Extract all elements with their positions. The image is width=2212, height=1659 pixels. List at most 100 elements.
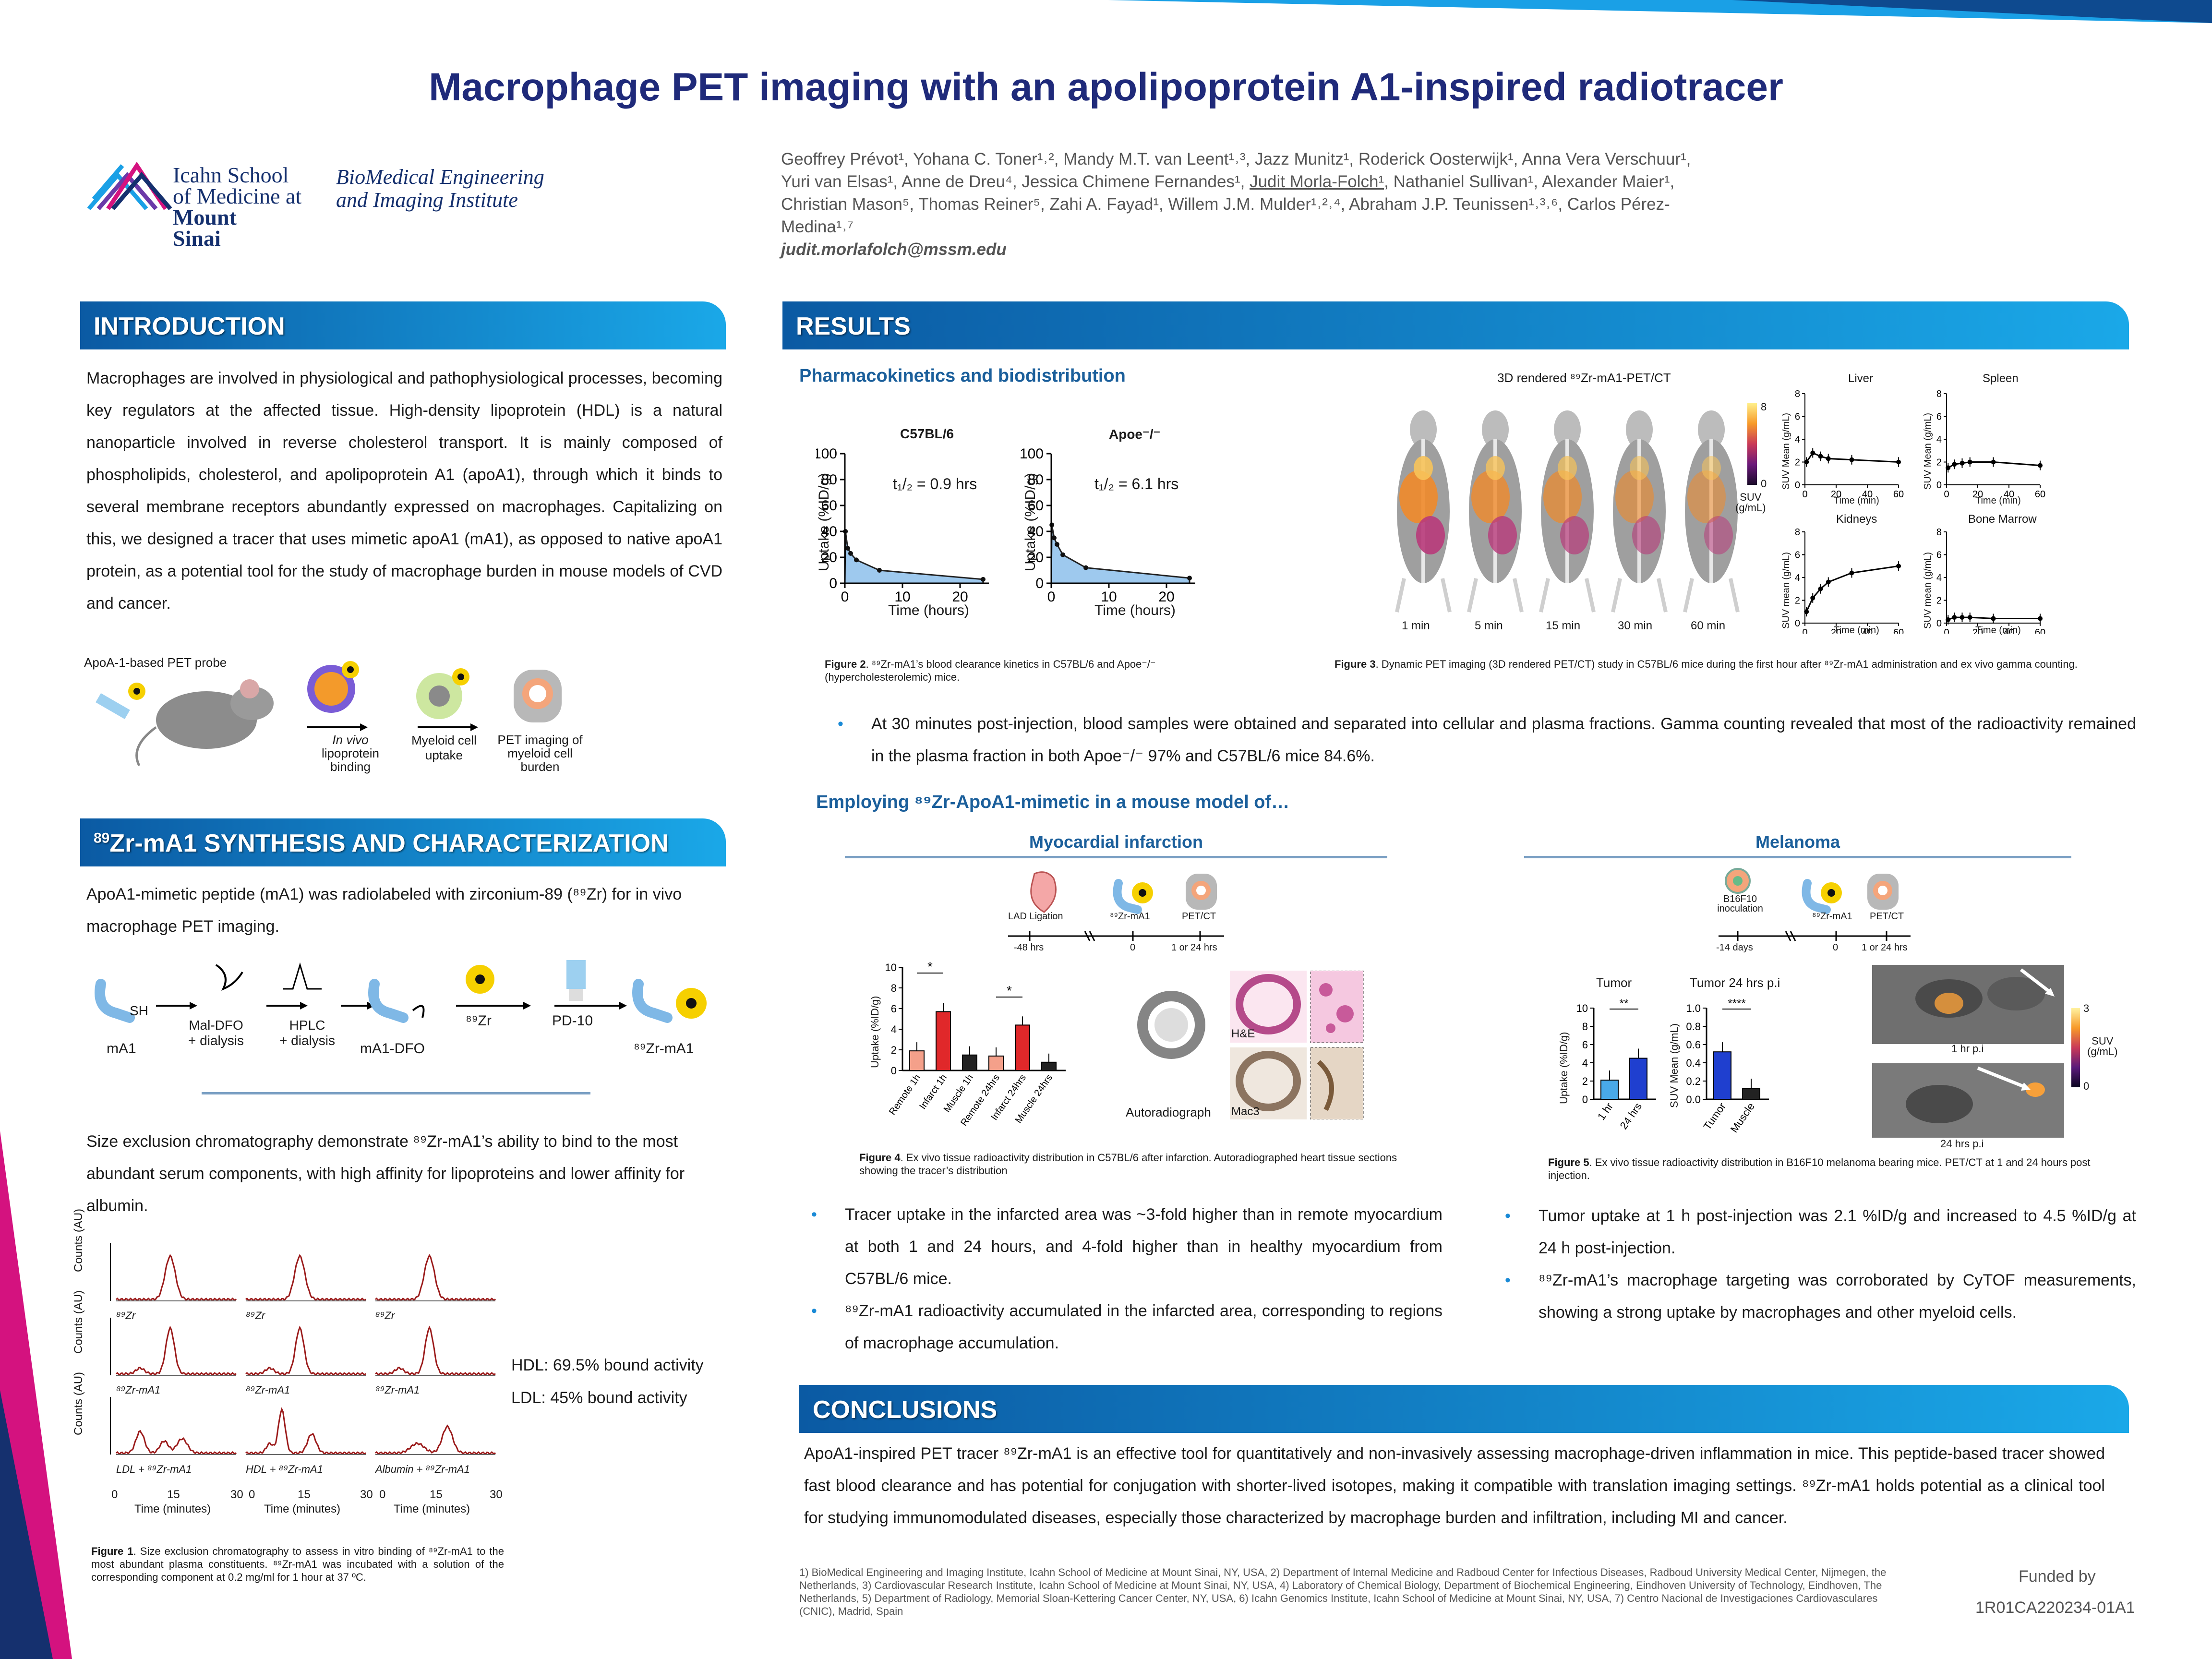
suv-label-1: SUV — [1740, 491, 1762, 503]
mel-ytick-label: 4 — [1582, 1057, 1588, 1069]
corner-decoration-top-dark — [1732, 0, 2212, 23]
sec-xtick: 0 — [111, 1488, 118, 1501]
organ-xlabel-1: Time (min) — [1834, 495, 1879, 506]
organ-ytick-label: 4 — [1936, 573, 1942, 583]
organ-ytick-label: 0 — [1936, 618, 1942, 629]
funded-by: Funded by — [2019, 1567, 2096, 1586]
institute-name: BioMedical Engineering and Imaging Insti… — [336, 166, 544, 212]
sec-xtick: 0 — [249, 1488, 255, 1501]
pk-point — [1055, 542, 1059, 547]
kidney-signal — [1488, 516, 1517, 554]
liver-signal — [1471, 470, 1510, 523]
pet-images — [1392, 391, 1757, 617]
figure4-label: Figure 4 — [859, 1152, 901, 1164]
step-myeloid: Myeloid cell uptake — [411, 733, 477, 762]
mi-ytick-label: 4 — [891, 1023, 897, 1035]
pet-mice-graphic — [1395, 410, 1740, 613]
pet-time-1: 1 min — [1402, 619, 1430, 632]
mouse-leg — [1611, 578, 1622, 613]
mel-sig-stars: **** — [1728, 998, 1745, 1010]
organ-xtick-label: 60 — [2035, 489, 2045, 500]
organ-xtick-label: 0 — [1944, 627, 1949, 634]
logo-text: Icahn School of Medicine at Mount Sinai — [173, 164, 302, 250]
authors-line1: Geoffrey Prévot¹, Yohana C. Toner¹˒², Ma… — [781, 150, 1691, 168]
mouse-leg — [1585, 578, 1596, 613]
figure5-label: Figure 5 — [1548, 1156, 1589, 1168]
sec-trace — [375, 1325, 496, 1376]
organ-ytick-label: 6 — [1936, 550, 1942, 561]
mi-bar — [936, 1011, 951, 1071]
organ-ytick-label: 2 — [1795, 596, 1800, 606]
product-label: ⁸⁹Zr-mA1 — [634, 1041, 694, 1057]
suv-label: SUV(g/mL) — [1735, 492, 1766, 513]
pk-point — [1052, 535, 1057, 541]
melanoma-divider — [1524, 856, 2071, 858]
introduction-header-label: INTRODUCTION — [94, 313, 285, 340]
sec-trace — [245, 1325, 367, 1376]
organ-xtick-label: 40 — [2004, 489, 2014, 500]
authors-line3: Christian Mason⁵, Thomas Reiner⁵, Zahi A… — [781, 195, 1670, 214]
sec-ylabel-1: Counts (AU) — [72, 1208, 85, 1272]
pk-ytick-label: 40 — [821, 524, 837, 540]
bullet-icon: • — [811, 1205, 817, 1224]
pk1-halflife: t₁/₂ = 0.9 hrs — [893, 475, 977, 493]
figure1-caption: Figure 1. Size exclusion chromatography … — [91, 1545, 504, 1584]
figure1-text: . Size exclusion chromatography to asses… — [91, 1545, 504, 1583]
mel-tl-time-1: -14 days — [1716, 942, 1753, 953]
zr-label: ⁸⁹Zr — [466, 1013, 492, 1029]
corner-decoration-left-dark — [0, 1390, 53, 1659]
introduction-text: Macrophages are involved in physiologica… — [86, 369, 722, 613]
sec-ylabel-2: Counts (AU) — [72, 1290, 85, 1354]
pk2-strain: Apoe⁻/⁻ — [1109, 427, 1161, 442]
mouse-head — [1626, 410, 1653, 449]
author-list: Geoffrey Prévot¹, Yohana C. Toner¹˒², Ma… — [781, 148, 1808, 261]
mel-ytick-label: 0.8 — [1686, 1021, 1701, 1033]
bullet-icon: • — [1505, 1207, 1511, 1225]
melanoma-timeline-graphic — [1719, 868, 1911, 941]
organ-xtick-label: 40 — [1862, 489, 1873, 500]
mi-title: Myocardial infarction — [1029, 832, 1203, 852]
hplc-line1: HPLC — [289, 1018, 325, 1033]
authors-line4: Medina¹˒⁷ — [781, 217, 854, 236]
he-label: H&E — [1231, 1027, 1255, 1040]
autoradiograph-image — [1133, 984, 1210, 1066]
mi-sig-star: * — [1007, 983, 1012, 998]
contact-email[interactable]: judit.morlafolch@mssm.edu — [781, 240, 1007, 259]
institute-line2: and Imaging Institute — [336, 188, 518, 212]
melanoma-bullets: •Tumor uptake at 1 h post-injection was … — [1505, 1200, 2136, 1329]
logo-line2: of Medicine at — [173, 184, 302, 208]
mi-tl-time-2: 0 — [1130, 942, 1136, 953]
sec-xtick: 15 — [298, 1488, 311, 1501]
conclusions-text: ApoA1-inspired PET tracer ⁸⁹Zr-mA1 is an… — [804, 1444, 2105, 1527]
pk-ytick-label: 40 — [1028, 524, 1044, 540]
syringe-icon — [96, 693, 130, 720]
heart-signal — [1702, 456, 1721, 480]
mA1-label: mA1 — [107, 1041, 136, 1057]
step3-line1: PET imaging of — [497, 733, 583, 747]
hplc-label: HPLC+ dialysis — [266, 1018, 348, 1048]
figure1-label: Figure 1 — [91, 1545, 133, 1557]
mi-ytick-label: 2 — [891, 1044, 897, 1056]
sec-xtick: 30 — [490, 1488, 503, 1501]
presenting-author: Judit Morla-Folch¹ — [1250, 172, 1384, 191]
mouse-head — [1482, 410, 1509, 449]
pk-xtick-label: 0 — [1047, 589, 1056, 605]
pk2-halflife: t₁/₂ = 6.1 hrs — [1094, 475, 1179, 493]
pk-point — [848, 551, 853, 556]
mi-divider — [845, 856, 1387, 858]
pk2-ylabel: Uptake (%ID/g) — [1022, 472, 1038, 571]
pk-ytick-label: 20 — [1028, 550, 1044, 565]
histology-images — [1230, 970, 1364, 1120]
heart-signal — [1486, 456, 1505, 480]
sec-xtick: 0 — [379, 1488, 386, 1501]
organ-xtick-label: 40 — [2004, 627, 2014, 634]
mel-tl-time-3: 1 or 24 hrs — [1862, 942, 1908, 953]
organ-ytick-label: 2 — [1795, 457, 1800, 468]
mi-bullet-1: •Tracer uptake in the infarcted area was… — [811, 1199, 1443, 1295]
sec-xlabel-1: Time (minutes) — [134, 1503, 211, 1515]
pk-point — [981, 577, 986, 582]
mal-line2: + dialysis — [188, 1033, 244, 1048]
